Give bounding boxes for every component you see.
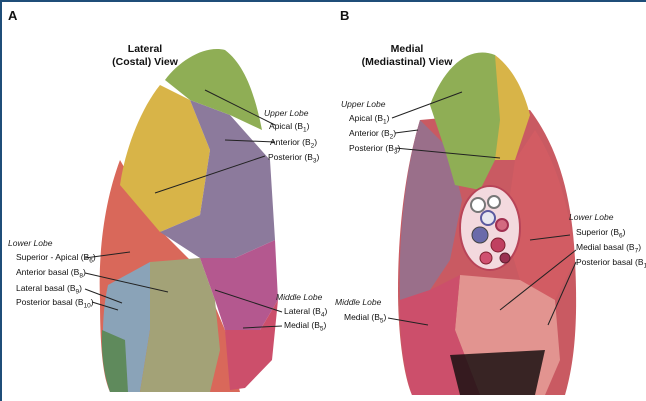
anterior-name: Anterior (B	[270, 137, 311, 147]
panel-b-medial-label: Medial (B5)	[344, 312, 386, 325]
panel-a-title-line1: Lateral	[100, 43, 190, 56]
panel-b-title-line2: (Mediastinal) View	[352, 56, 462, 69]
panel-a-superior-apical-label: Superior - Apical (B6)	[16, 252, 96, 265]
panel-b-anterior-label: Anterior (B2)	[349, 128, 396, 141]
b-apical-close: )	[387, 113, 390, 123]
panel-b-upper-lobe: Upper Lobe	[341, 99, 385, 109]
panel-a-title: Lateral (Costal) View	[100, 43, 190, 69]
panel-b-posterior-basal-label: Posterior basal (B10	[576, 257, 646, 270]
diaphragm-shadow	[450, 350, 545, 395]
panel-b-superior-label: Superior (B6)	[576, 227, 625, 240]
medial-name: Medial (B	[284, 320, 320, 330]
b-posterior-basal-name: Posterior basal (B	[576, 257, 644, 267]
panel-a-title-line2: (Costal) View	[100, 56, 190, 69]
panel-a-lateral-label: Lateral (B4)	[284, 306, 327, 319]
superior-apical-name: Superior - Apical (B	[16, 252, 89, 262]
posterior-name: Posterior (B	[268, 152, 313, 162]
panel-b-posterior-label: Posterior (B3)	[349, 143, 400, 156]
b-medial-basal-close: )	[638, 242, 641, 252]
panel-a-apical-label: Apical (B1)	[269, 121, 309, 134]
panel-a-letter: A	[8, 8, 17, 23]
apical-close: )	[307, 121, 310, 131]
b-medial-close: )	[384, 312, 387, 322]
panel-a-upper-lobe: Upper Lobe	[264, 108, 308, 118]
anterior-close: )	[314, 137, 317, 147]
panel-a-lower-lobe: Lower Lobe	[8, 238, 52, 248]
apical-name: Apical (B	[269, 121, 303, 131]
anterior-basal-name: Anterior basal (B	[16, 267, 79, 277]
b-apical-name: Apical (B	[349, 113, 383, 123]
panel-b-lower-lobe: Lower Lobe	[569, 212, 613, 222]
anterior-basal-close: )	[83, 267, 86, 277]
panel-b-letter: B	[340, 8, 349, 23]
panel-a-anterior-basal-label: Anterior basal (B8)	[16, 267, 86, 280]
posterior-basal-name: Posterior basal (B	[16, 297, 84, 307]
panel-b-title-line1: Medial	[352, 43, 462, 56]
posterior-close: )	[317, 152, 320, 162]
b-superior-close: )	[623, 227, 626, 237]
panel-a-posterior-basal-label: Posterior basal (B10)	[16, 297, 94, 310]
b-medial-name: Medial (B	[344, 312, 380, 322]
posterior-basal-close: )	[91, 297, 94, 307]
panel-a-medial-label: Medial (B5)	[284, 320, 326, 333]
panel-b-title: Medial (Mediastinal) View	[352, 43, 462, 69]
panel-b-apical-label: Apical (B1)	[349, 113, 389, 126]
superior-apical-close: )	[93, 252, 96, 262]
lateral-basal-close: )	[79, 283, 82, 293]
b-posterior-close: )	[398, 143, 401, 153]
hilum	[460, 186, 520, 270]
lateral-basal-name: Lateral basal (B	[16, 283, 76, 293]
b-medial-basal-name: Medial basal (B	[576, 242, 635, 252]
panel-a-lateral-basal-label: Lateral basal (B9)	[16, 283, 82, 296]
panel-a-posterior-label: Posterior (B3)	[268, 152, 319, 165]
medial-close: )	[324, 320, 327, 330]
b-posterior-name: Posterior (B	[349, 143, 394, 153]
lateral-lung	[100, 49, 278, 392]
panel-a-middle-lobe: Middle Lobe	[276, 292, 322, 302]
panel-b-middle-lobe: Middle Lobe	[335, 297, 381, 307]
panel-a-anterior-label: Anterior (B2)	[270, 137, 317, 150]
b-anterior-name: Anterior (B	[349, 128, 390, 138]
panel-b-medial-basal-label: Medial basal (B7)	[576, 242, 641, 255]
lateral-name: Lateral (B	[284, 306, 321, 316]
medial-lung	[398, 52, 576, 395]
posterior-basal-num: 10	[84, 303, 91, 310]
b-anterior-close: )	[393, 128, 396, 138]
lateral-close: )	[324, 306, 327, 316]
b-superior-name: Superior (B	[576, 227, 619, 237]
